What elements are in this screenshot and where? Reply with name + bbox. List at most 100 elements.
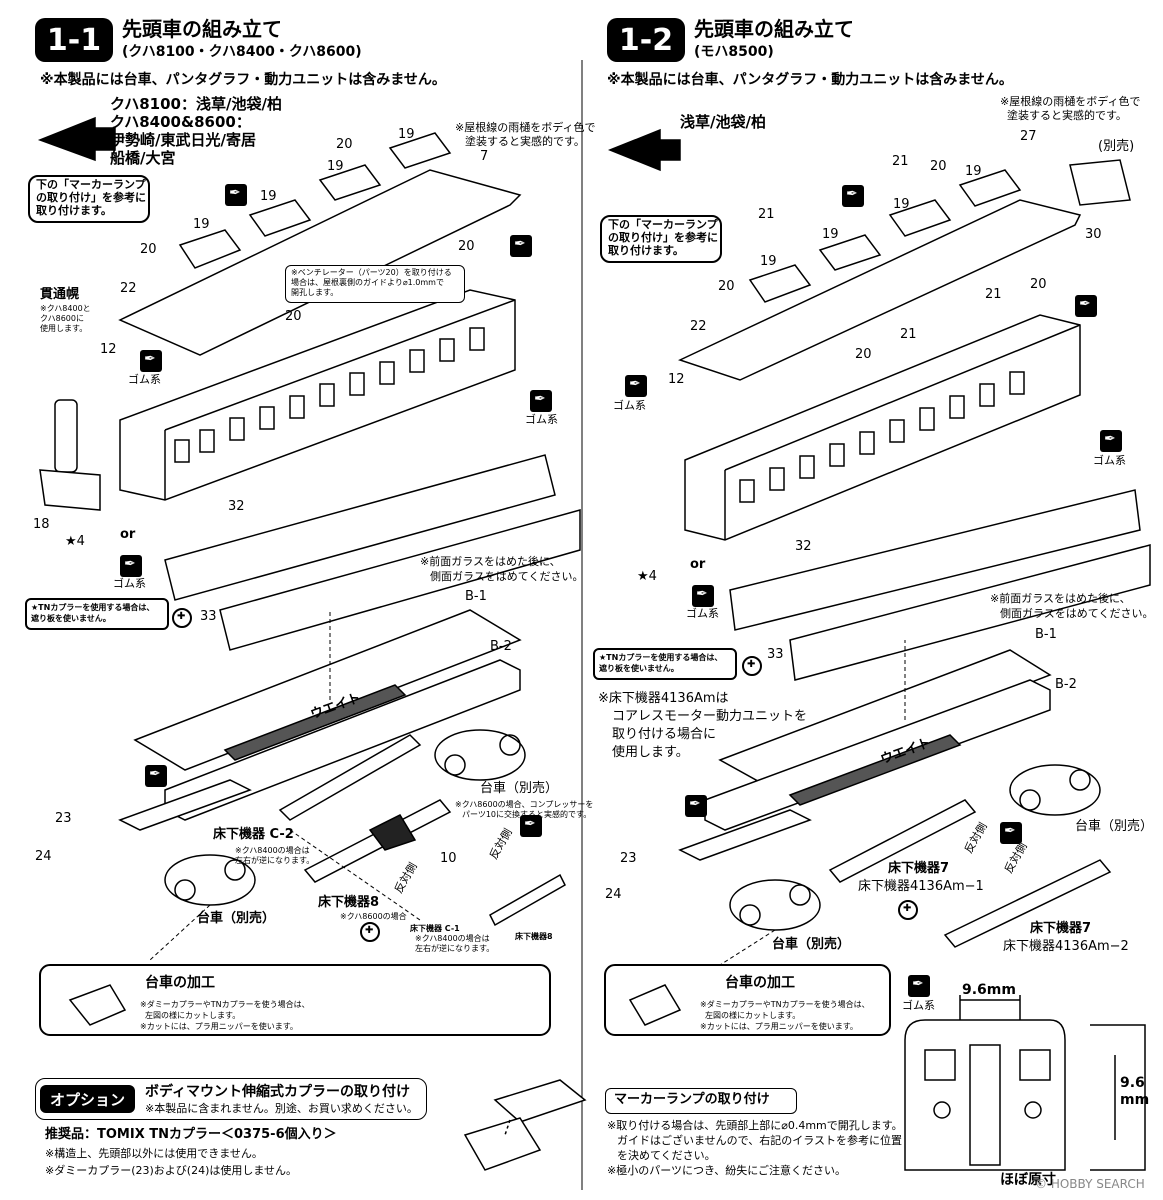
- left-glue-icon-6: [145, 765, 167, 787]
- right-motor-note-2: コアレスモーター動力ユニットを: [612, 709, 808, 724]
- left-rubber-3: ゴム系: [113, 577, 146, 590]
- right-step-badge: 1-2: [607, 18, 685, 62]
- right-part-32: 32: [795, 539, 812, 554]
- left-part-20-b: 20: [140, 242, 157, 257]
- left-part-19-a: 19: [398, 127, 415, 142]
- right-tn-note: ★TNカプラーを使用する場合は、 遮り板を使いません。: [593, 648, 737, 680]
- left-hood-note-2: クハ8600に: [40, 314, 84, 323]
- right-underfloor-am2: 床下機器4136Am−2: [1003, 939, 1129, 954]
- marker-line-1: ※取り付ける場合は、先頭部上部に⌀0.4mmで開孔します。: [607, 1119, 903, 1132]
- right-underfloor-7a: [828, 799, 977, 883]
- left-vent-note-2: 場合は、屋根裏側のガイドより⌀1.0mmで: [291, 278, 444, 287]
- left-part-7: 7: [480, 149, 489, 164]
- left-part-12: 12: [100, 342, 117, 357]
- right-part-19-b: 19: [893, 197, 910, 212]
- marker-line-3: を決めてください。: [617, 1149, 716, 1162]
- left-part-32: 32: [228, 499, 245, 514]
- right-part-22: 22: [690, 319, 707, 334]
- right-motor-note-1: ※床下機器4136Amは: [598, 691, 729, 706]
- left-marker-callout-1: 下の「マーカーランプ: [36, 178, 146, 191]
- left-hood-label: 貫通幌: [40, 287, 80, 302]
- right-part-12: 12: [668, 372, 685, 387]
- right-rubber-2: ゴム系: [1093, 454, 1126, 467]
- left-b2: B-2: [490, 639, 512, 654]
- option-coupler-drawing: [463, 1079, 587, 1171]
- right-bogie-proc-box: [604, 964, 891, 1036]
- right-glass-note-2: 側面ガラスをはめてください。: [1000, 607, 1154, 620]
- right-glue-icon-6: [685, 795, 707, 817]
- right-bogie-proc-3: ※カットには、プラ用ニッパーを使います。: [700, 1022, 858, 1031]
- left-bogie-lower: [164, 854, 256, 906]
- right-body-windows: [739, 371, 1025, 503]
- left-floor-b1: [133, 609, 522, 771]
- right-part-24: 24: [605, 887, 622, 902]
- left-vents: [178, 132, 452, 269]
- marker-title: マーカーランプの取り付け: [614, 1092, 770, 1107]
- right-marker-callout-2: の取り付け」を参考に: [608, 231, 718, 244]
- right-part-27: 27: [1020, 129, 1037, 144]
- left-side-glass-33: [219, 509, 581, 651]
- left-attach-icon-1: [172, 608, 192, 628]
- right-tn-note-2: 遮り板を使いません。: [599, 664, 679, 673]
- marker-line-2: ガイドはございませんので、右記のイラストを参考に位置: [617, 1134, 903, 1147]
- right-part-4: ★4: [637, 569, 657, 584]
- right-bogie-lower: [729, 879, 821, 931]
- left-roof-note-2: 塗装すると実感的です。: [465, 135, 585, 148]
- right-glue-icon-2: [1075, 295, 1097, 317]
- left-rubber-1: ゴム系: [128, 373, 161, 386]
- left-step-badge: 1-1: [35, 18, 113, 62]
- left-bogie-proc-title: 台車の加工: [145, 975, 215, 991]
- left-c1-note-1: ※クハ8400の場合は: [415, 934, 490, 943]
- right-rubber-3: ゴム系: [686, 607, 719, 620]
- left-route-3: 伊勢崎/東武日光/寄居: [110, 131, 256, 149]
- left-c1-label: 床下機器 C-1: [410, 924, 460, 933]
- right-part-20-c: 20: [718, 279, 735, 294]
- left-c1-note-2: 左右が逆になります。: [415, 944, 495, 953]
- dimension-unit: mm: [1120, 1092, 1150, 1108]
- right-b2: B-2: [1055, 677, 1077, 692]
- left-underfloor-8: 床下機器8: [318, 895, 380, 910]
- right-part-20-a: 20: [930, 159, 947, 174]
- right-bogie-sold: 台車（別売）: [1075, 819, 1154, 834]
- right-notice: ※本製品には台車、パンタグラフ・動力ユニットは含みません。: [607, 72, 1013, 88]
- left-roof-note-1: ※屋根線の雨樋をボディ色で: [455, 121, 596, 134]
- left-weight: [223, 684, 407, 761]
- left-part-24: 24: [35, 849, 52, 864]
- left-hood-note-3: 使用します。: [40, 324, 88, 333]
- right-bogie-proc-title: 台車の加工: [725, 975, 795, 991]
- option-note-1: ※構造上、先頭部以外には使用できません。: [45, 1147, 263, 1160]
- left-route-1: クハ8100：浅草/池袋/柏: [110, 95, 282, 113]
- left-rubber-2: ゴム系: [525, 413, 558, 426]
- right-part-21-c: 21: [985, 287, 1002, 302]
- left-bogie-proc-2: 左図の様にカットします。: [145, 1011, 241, 1020]
- right-pantograph: (別売): [1098, 139, 1135, 154]
- left-part-4: ★4: [65, 534, 85, 549]
- pantograph: [1069, 159, 1131, 206]
- right-title: 先頭車の組み立て: [694, 17, 854, 41]
- left-bogie-sold: 台車（別売）: [480, 781, 559, 796]
- right-direction-arrow: [607, 128, 681, 172]
- left-body-windows: [174, 327, 485, 463]
- right-underfloor-7a: 床下機器7: [888, 861, 950, 876]
- left-part-18: 18: [33, 517, 50, 532]
- right-floor-b2: [704, 679, 1051, 831]
- right-marker-callout: 下の「マーカーランプ の取り付け」を参考に 取り付けます。: [600, 215, 722, 263]
- left-bogie-proc-3: ※カットには、プラ用ニッパーを使います。: [140, 1022, 298, 1031]
- left-b1: B-1: [465, 589, 487, 604]
- left-vent-note: ※ベンチレーター（パーツ20）を取り付ける 場合は、屋根裏側のガイドより⌀1.0…: [285, 265, 465, 303]
- right-bogie-bottom: 台車（別売）: [772, 937, 851, 952]
- left-glue-icon-2: [510, 235, 532, 257]
- right-glue-icon-4: [1100, 430, 1122, 452]
- right-bogie-proc-1: ※ダミーカプラーやTNカプラーを使う場合は、: [700, 1000, 870, 1009]
- option-title: ボディマウント伸縮式カプラーの取り付け: [145, 1084, 411, 1100]
- right-part-20-d: 20: [855, 347, 872, 362]
- left-glass-note-2: 側面ガラスをはめてください。: [430, 570, 584, 583]
- left-part-20-d: 20: [285, 309, 302, 324]
- left-part-10: 10: [440, 851, 457, 866]
- left-vent-note-1: ※ベンチレーター（パーツ20）を取り付ける: [291, 268, 452, 277]
- right-motor-note-4: 使用します。: [612, 745, 689, 760]
- left-glue-icon-7: [520, 815, 542, 837]
- left-glue-icon-3: [140, 350, 162, 372]
- right-marker-callout-3: 取り付けます。: [608, 244, 684, 257]
